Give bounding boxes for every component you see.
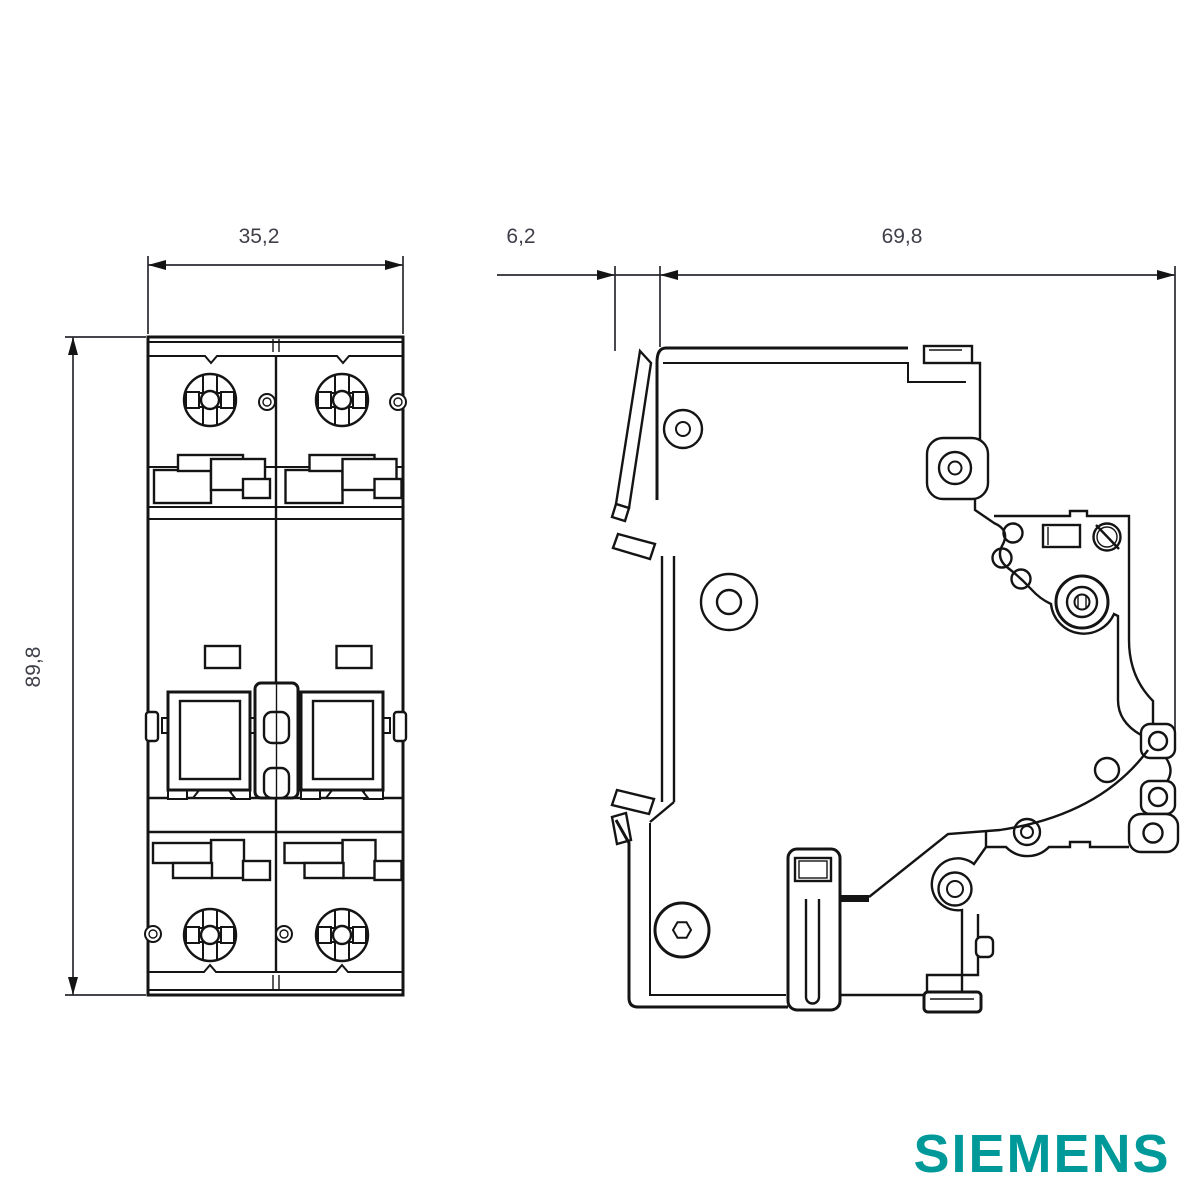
dimension-arrowheads: [597, 270, 678, 280]
fixing-screw-boss: [1054, 574, 1110, 630]
lower-terminal-pole2: [283, 838, 403, 882]
dimension-arrowhead: [1157, 270, 1175, 280]
terminal-screw-top-right: [314, 372, 370, 428]
lower-terminal-pole1: [151, 838, 272, 882]
label-window-pole2: [335, 644, 373, 670]
edge-rivet-top-right: [389, 393, 407, 411]
side-clip-tab-right: [392, 710, 408, 743]
edge-rivet-top-left: [258, 393, 276, 411]
latch-clip-2: [1139, 779, 1177, 816]
toggle-recess-rib-bottom: [610, 788, 656, 816]
dimension-height-label: 89,8: [22, 647, 45, 688]
edge-rivet-bottom-right: [275, 925, 293, 943]
edge-rivet-bottom-left: [144, 925, 162, 943]
dimension-front-width: 35,2: [147, 225, 404, 334]
extension-lines: [65, 336, 146, 996]
dimension-handle-protrusion: 6,2: [497, 225, 1175, 351]
bottom-left-inner-edge: [649, 823, 786, 996]
din-foot-window: [793, 856, 833, 883]
side-clip-tab-left: [144, 710, 160, 743]
lower-boss-rivet: [1012, 817, 1042, 847]
din-foot-window-inner: [798, 860, 828, 879]
housing-rivet-top: [662, 408, 704, 450]
latch-spring-hole: [1093, 756, 1121, 784]
toggle-handle-pole2: [293, 690, 392, 801]
dimension-handle-protrusion-label: 6,2: [506, 225, 535, 248]
clamp-rivet: [937, 871, 973, 907]
dimension-front-width-label: 35,2: [239, 225, 280, 248]
toggle-recess-rib-top: [611, 532, 657, 561]
top-tab: [922, 344, 974, 365]
clamp-rivet-hole: [946, 880, 964, 898]
fixing-screw-cross: [1077, 595, 1087, 609]
front-outline: [146, 335, 405, 997]
bottom-left-edge: [614, 819, 788, 1009]
terminal-screw-bottom-left: [182, 907, 238, 963]
handle-tie-bar: [253, 681, 300, 800]
clamp-tab: [974, 935, 995, 959]
housing-rivet-bottom: [653, 901, 711, 959]
small-hole-1: [1002, 522, 1024, 544]
upper-terminal-pole1: [152, 453, 272, 505]
front-face-band: [649, 556, 676, 823]
housing-rivet-top-hole: [675, 421, 691, 437]
scalloped-profile-edge: [973, 499, 1142, 737]
lower-boss-rivet-hole: [1020, 825, 1034, 839]
latch-pin-2: [1147, 786, 1169, 808]
clamp-channel: [925, 914, 980, 992]
dimension-depth: 69,8: [882, 225, 1176, 737]
ledge-slot: [1041, 523, 1082, 549]
label-window-pole1: [203, 644, 242, 670]
latch-pin-3: [1142, 822, 1164, 844]
top-right-step: [972, 361, 982, 440]
housing-rivet-middle-hole: [715, 588, 743, 616]
upper-boss-rivet-hole: [947, 460, 963, 476]
front-view: [144, 335, 408, 997]
terminal-screw-top-left: [182, 372, 238, 428]
extension-lines: [614, 266, 661, 351]
latch-pin-1: [1147, 730, 1169, 752]
upper-terminal-pole2: [284, 453, 403, 505]
cavity-upper-edge: [868, 749, 1149, 898]
siemens-logo: SIEMENS: [913, 1124, 1170, 1184]
slotted-screw-slash: [1095, 524, 1120, 550]
rear-foot-block: [922, 990, 983, 1014]
top-inner-lip: [663, 362, 966, 383]
slotted-screw-inner: [1096, 526, 1118, 548]
top-edge-and-front-corner: [655, 346, 908, 500]
cavity-edge-dash: [839, 895, 869, 902]
latch-clip-1: [1139, 722, 1177, 760]
small-hole-3: [1010, 568, 1032, 590]
extension-lines: [147, 256, 404, 334]
upper-boss: [925, 436, 990, 501]
terminal-screw-bottom-right: [314, 907, 370, 963]
clamp-boss-wrap: [930, 846, 987, 992]
housing-rivet-middle: [699, 572, 759, 632]
housing-rivet-bottom-nut: [671, 921, 693, 939]
toggle-lever-foot: [610, 502, 631, 523]
slotted-screw: [1092, 522, 1122, 552]
dimension-depth-label: 69,8: [882, 225, 923, 248]
side-view: [610, 344, 1180, 1014]
ledge-edge: [994, 509, 1155, 723]
latch-cam-edge: [1164, 757, 1172, 784]
toggle-lever: [614, 348, 653, 510]
toggle-handle-pole1: [160, 690, 259, 801]
din-foot-slot: [804, 899, 821, 1005]
latch-clip-3: [1127, 812, 1180, 854]
din-foot-tower: [786, 847, 842, 1012]
dimension-height: 89,8: [22, 336, 146, 996]
cavity-lower-edge: [984, 830, 1129, 858]
fixing-screw-recess: [1073, 593, 1091, 611]
fixing-screw-head: [1065, 585, 1099, 619]
centerline-ticks: [272, 339, 280, 990]
small-hole-2: [991, 547, 1013, 569]
upper-boss-rivet: [937, 450, 973, 486]
